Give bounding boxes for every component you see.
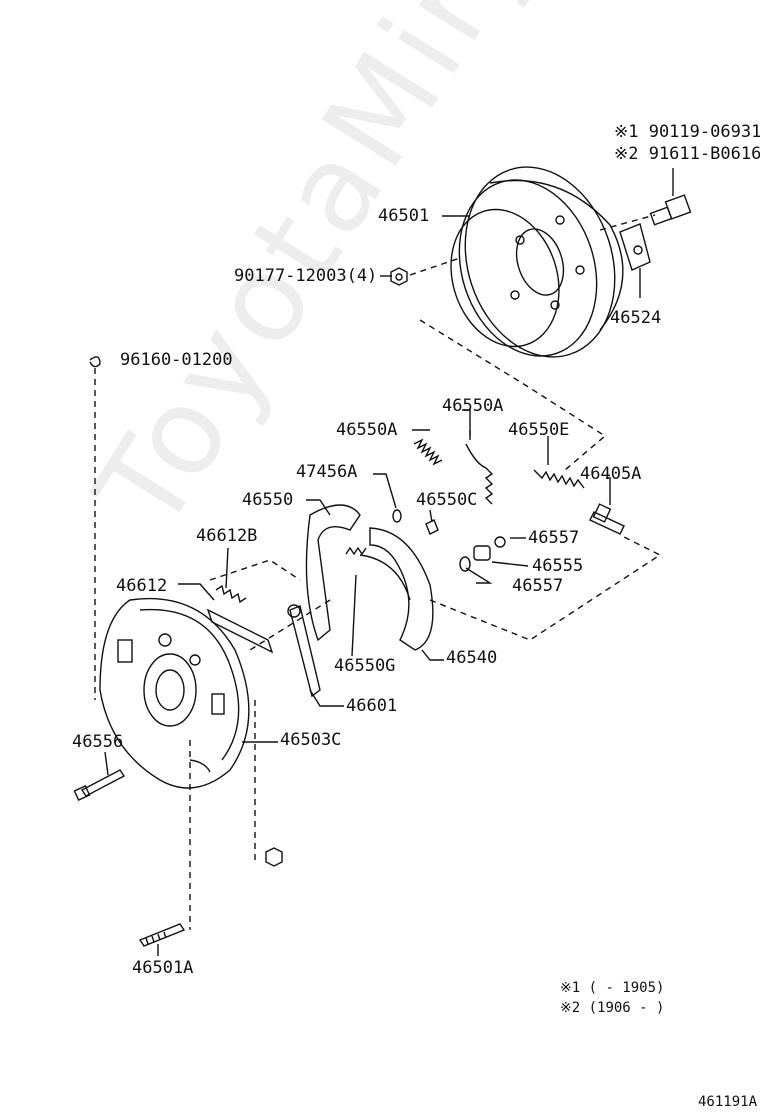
clip-drawing xyxy=(89,356,101,368)
lever-pin-drawing xyxy=(287,604,301,618)
part-label-46601[interactable]: 46601 xyxy=(346,696,398,716)
backing-plate-drawing xyxy=(99,597,250,789)
brake-drum-drawing xyxy=(450,166,624,358)
nut-drawing xyxy=(390,267,408,286)
part-label-46556[interactable]: 46556 xyxy=(72,732,124,752)
part-label-90177-12003[interactable]: 90177-12003(4) xyxy=(234,266,378,286)
strut-drawing xyxy=(206,608,274,654)
leader-lines xyxy=(104,168,674,956)
part-label-46550e[interactable]: 46550E xyxy=(508,420,570,440)
bolt-drawing xyxy=(649,194,692,226)
part-label-46550a-left[interactable]: 46550A xyxy=(336,420,398,440)
part-label-46557-a[interactable]: 46557 xyxy=(528,528,580,548)
springs-drawing xyxy=(215,438,585,604)
bracket-drawing xyxy=(619,223,651,271)
part-label-46405a[interactable]: 46405A xyxy=(580,464,642,484)
part-label-90119-06931[interactable]: ※1 90119-06931 xyxy=(614,122,760,142)
part-label-46501a[interactable]: 46501A xyxy=(132,958,194,978)
part-label-46550a-top[interactable]: 46550A xyxy=(442,396,504,416)
spring-clip-drawing xyxy=(425,519,439,535)
part-label-46503c[interactable]: 46503C xyxy=(280,730,342,750)
part-label-46550g[interactable]: 46550G xyxy=(334,656,396,676)
note-1: ※1 ( - 1905) xyxy=(560,980,665,996)
bolt-46556-drawing xyxy=(73,769,126,801)
stud-drawing xyxy=(138,923,186,947)
part-label-46501[interactable]: 46501 xyxy=(378,206,430,226)
diagram-id: 461191A xyxy=(698,1094,758,1110)
nut-lower-drawing xyxy=(265,847,283,867)
cups-drawing xyxy=(459,536,506,572)
part-label-46524[interactable]: 46524 xyxy=(610,308,662,328)
pin-drawing xyxy=(392,509,402,523)
brake-shoes-drawing xyxy=(305,504,434,651)
parking-lever-drawing xyxy=(289,605,321,698)
part-label-46550[interactable]: 46550 xyxy=(242,490,294,510)
part-label-96160-01200[interactable]: 96160-01200 xyxy=(120,350,233,370)
dashed-guides xyxy=(94,214,662,930)
part-label-46550c[interactable]: 46550C xyxy=(416,490,478,510)
note-2: ※2 (1906 - ) xyxy=(560,1000,665,1016)
part-label-47456a[interactable]: 47456A xyxy=(296,462,358,482)
part-label-46612b[interactable]: 46612B xyxy=(196,526,258,546)
part-label-46557-b[interactable]: 46557 xyxy=(512,576,564,596)
part-label-46612[interactable]: 46612 xyxy=(116,576,168,596)
part-label-46540[interactable]: 46540 xyxy=(446,648,498,668)
part-label-91611-b0616[interactable]: ※2 91611-B0616 xyxy=(614,144,760,164)
part-label-46555[interactable]: 46555 xyxy=(532,556,584,576)
bleeder-drawing xyxy=(589,503,625,535)
